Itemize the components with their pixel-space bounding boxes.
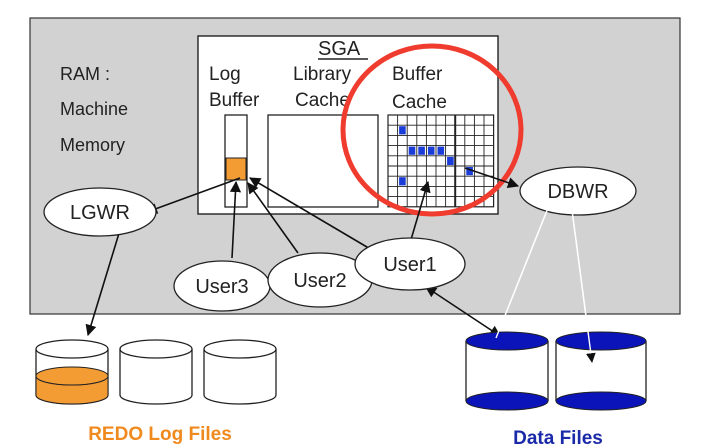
- user2-label: User2: [293, 270, 346, 292]
- dbwr-label: DBWR: [547, 181, 608, 203]
- lgwr-process: LGWR: [43, 187, 157, 237]
- buffer-block-dirty: [399, 177, 406, 186]
- data-file-2: [555, 331, 647, 411]
- arrow-buffer-to-dbwr: [464, 167, 520, 189]
- lgwr-ellipse: [43, 187, 157, 237]
- data-files-label: Data Files: [513, 428, 603, 447]
- lgwr-label: LGWR: [70, 202, 130, 224]
- redo-log-files-label: REDO Log Files: [88, 424, 232, 445]
- buffer-cache-label-line1: Buffer: [392, 64, 443, 85]
- buffer-cache-label-line2: Cache: [392, 92, 447, 113]
- log-buffer-fill: [225, 157, 247, 181]
- ram-label-line1: RAM :: [60, 64, 110, 84]
- redo-log-file-2: [119, 339, 193, 405]
- buffer-block-dirty: [447, 156, 454, 165]
- redo-log-file-1: [35, 339, 109, 405]
- library-cache-label-line2: Cache: [295, 90, 350, 111]
- buffer-block-dirty: [418, 146, 425, 155]
- log-buffer-label-line2: Buffer: [209, 90, 260, 111]
- dbwr-process: DBWR: [519, 166, 637, 216]
- library-cache-box: [267, 114, 379, 208]
- arrow-dbwr-to-datafile2: [571, 209, 596, 363]
- arrow-user3-to-logbuffer: [229, 180, 242, 259]
- buffer-block-dirty: [427, 146, 435, 155]
- user1-process: User1: [354, 237, 466, 291]
- ram-label-line2: Machine: [60, 99, 128, 119]
- user3-label: User3: [195, 276, 248, 298]
- arrow-user2-to-logbuffer: [247, 182, 299, 254]
- log-buffer-label-line1: Log: [209, 64, 241, 85]
- data-file-1: [465, 331, 549, 411]
- sga-title: SGA: [318, 38, 361, 60]
- arrow-logbuffer-to-lgwr: [145, 177, 241, 214]
- redo-log-file-3: [203, 339, 277, 405]
- buffer-block-dirty: [437, 146, 445, 155]
- user1-label: User1: [383, 254, 436, 276]
- buffer-block-dirty: [408, 146, 416, 155]
- user2-process: User2: [267, 252, 373, 308]
- line-dbwr-to-datafile1-top: [495, 207, 549, 339]
- buffer-cache-grid: [387, 114, 495, 208]
- arrow-user1-to-logbuffer: [249, 177, 373, 251]
- dbwr-ellipse: [519, 166, 637, 216]
- buffer-block-dirty: [466, 167, 473, 176]
- buffer-block-dirty: [399, 126, 406, 135]
- highlight-circle: [340, 43, 524, 217]
- ram-label-line3: Memory: [60, 135, 125, 155]
- arrow-lgwr-to-redo: [85, 229, 121, 337]
- arrows: [85, 167, 520, 337]
- library-cache-label-line1: Library: [293, 64, 352, 85]
- arrow-user1-to-buffer: [409, 180, 431, 244]
- user1-ellipse: [354, 237, 466, 291]
- user3-process: User3: [173, 260, 271, 312]
- arrow-data-to-user1: [425, 286, 501, 337]
